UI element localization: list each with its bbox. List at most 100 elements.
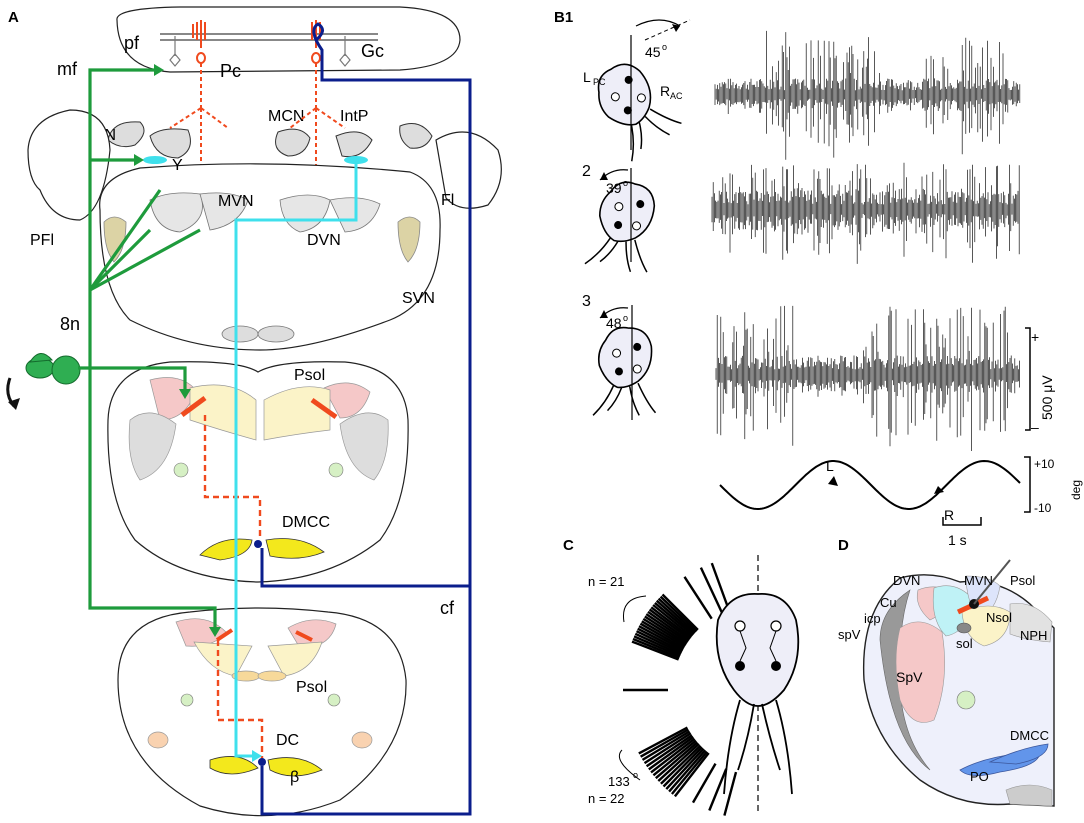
nucleus-dot-d: [956, 690, 976, 710]
rotation-arrow-row-1: [635, 19, 681, 27]
label-gc: Gc: [361, 41, 384, 61]
orientation-ray: [654, 601, 694, 637]
label-d-spv-tract: spV: [838, 627, 861, 642]
orientation-ray: [638, 625, 684, 651]
cerebellar-nuclei: [107, 121, 433, 159]
purkinje-to-dc-path: [216, 640, 264, 760]
panel-b1-label: B1: [554, 9, 573, 26]
psol-lower-left: [215, 628, 234, 642]
nucleus-dot-upper-right: [328, 462, 344, 478]
spike-trace-row-3: [715, 305, 1020, 451]
label-psol-lower: Psol: [296, 679, 327, 696]
orientation-ray: [648, 736, 695, 771]
dmcc-upper-shapes: [199, 538, 325, 561]
climbing-fiber-cf: [260, 22, 472, 816]
time-scale-bar: [942, 517, 982, 526]
rotation-arrowhead-row-3: [600, 310, 608, 318]
rotation-arrowhead-row-2: [600, 172, 608, 180]
mossy-fiber-arrowheads: [134, 64, 221, 637]
label-dc: DC: [276, 732, 299, 749]
psol-upper-left: [180, 395, 207, 418]
orientation-ray: [644, 615, 688, 645]
label-d-mvn: MVN: [964, 573, 993, 588]
orientation-ray: [655, 599, 695, 635]
row-number-3: 3: [582, 293, 591, 310]
head-diagram-row-2: [584, 181, 656, 273]
angle-133: 133: [608, 774, 630, 789]
stim-label-r: R: [944, 507, 954, 523]
orientation-ray: [635, 630, 683, 655]
orientation-ray: [632, 637, 680, 660]
nucleus-dot-upper-left: [173, 462, 189, 478]
row-number-2: 2: [582, 163, 591, 180]
svn-left: [103, 216, 127, 263]
label-fl: Fl: [441, 192, 454, 209]
cyan-arrowhead: [252, 750, 262, 762]
label-pf: pf: [124, 33, 140, 53]
label-rac-main: R: [660, 83, 670, 99]
orientation-ray: [683, 576, 713, 620]
label-lpc-sub: PC: [593, 77, 606, 87]
orientation-ray: [655, 741, 699, 780]
orientation-ray: [657, 597, 697, 634]
orientation-ray: [652, 739, 697, 777]
flocculus-left: [27, 109, 111, 221]
arc-top: [622, 595, 647, 623]
orientation-ray: [710, 562, 729, 606]
orientation-ray: [648, 608, 691, 641]
vestibular-labyrinth: [25, 353, 81, 385]
orientation-ray: [640, 728, 689, 758]
degree-row2: o: [623, 178, 628, 188]
time-scale-label: 1 s: [948, 532, 967, 548]
brainstem-midline-pads: [221, 325, 295, 343]
label-svn: SVN: [402, 290, 435, 307]
scale-plus: +: [1031, 329, 1039, 345]
nsol-region: [961, 605, 1011, 647]
nph-region: [1009, 603, 1053, 643]
spike-trace-row-2: [711, 162, 1020, 264]
purkinje-to-dmcc-path: [203, 415, 262, 540]
nucleus-dot-lower-left: [180, 693, 194, 707]
mossy-fiber-pathway: [78, 68, 217, 630]
stimulus-arrow-right: [934, 486, 944, 494]
orientation-ray: [634, 632, 682, 656]
label-mf: mf: [57, 59, 78, 79]
n-top: n = 21: [588, 574, 625, 589]
granule-cell-right: [339, 36, 351, 67]
label-y: Y: [172, 157, 183, 174]
panel-a-label: A: [8, 9, 19, 26]
orientation-ray: [639, 622, 685, 650]
orientation-ray: [641, 620, 686, 648]
label-d-nph: NPH: [1020, 628, 1047, 643]
label-lpc-main: L: [583, 69, 591, 85]
label-cf: cf: [440, 598, 455, 618]
panel-c-label: C: [563, 537, 574, 554]
label-rac-sub: AC: [670, 91, 683, 101]
label-d-po: PO: [970, 769, 989, 784]
label-mvn: MVN: [218, 193, 254, 210]
orientation-ray: [673, 752, 710, 798]
panel-c: C n = 21 n = 22 133 o: [563, 537, 800, 816]
spv-nucleus: [895, 621, 945, 723]
electrode: [973, 559, 1011, 605]
orientation-ray: [642, 617, 687, 647]
panel-d-label: D: [838, 537, 849, 554]
svn-right: [397, 216, 421, 263]
cyan-pathway: [234, 162, 358, 758]
head-diagram-c: [715, 593, 800, 795]
label-pfl: PFl: [30, 232, 54, 249]
orientation-ray: [699, 567, 724, 614]
orientation-ray: [670, 750, 708, 795]
orientation-ray: [652, 604, 693, 638]
angle-row2: 39: [606, 180, 622, 196]
orientation-ray: [643, 732, 692, 765]
po-shapes: [959, 743, 1049, 776]
voltage-scale-bar: [1025, 327, 1031, 431]
vestibular-nuclei: [149, 192, 381, 233]
label-d-dvn: DVN: [893, 573, 920, 588]
label-dvn: DVN: [307, 232, 341, 249]
angle-row1: 45: [645, 44, 661, 60]
spike-traces: [711, 30, 1021, 451]
label-d-cu: Cu: [880, 595, 897, 610]
